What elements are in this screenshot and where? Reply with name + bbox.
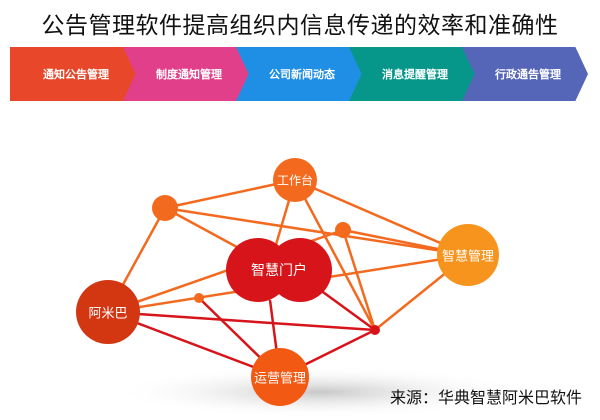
- step-admin-notice: 行政通告管理: [462, 47, 588, 101]
- source-caption: 来源：华典智慧阿米巴软件: [389, 388, 582, 407]
- floor-shadow: [110, 366, 530, 418]
- node-workbench: [273, 158, 317, 202]
- small-node-mid: [335, 222, 351, 238]
- step-message-reminder: 消息提醒管理: [349, 47, 475, 101]
- step-label: 行政通告管理: [495, 68, 561, 81]
- link-node1-smart: [164, 206, 469, 257]
- node-portal-right: [268, 238, 332, 302]
- step-policy-management: 制度通知管理: [123, 47, 249, 101]
- portal-label: 智慧门户: [251, 263, 307, 279]
- smart-management-label: 智慧管理: [441, 249, 495, 265]
- small-node-right: [370, 325, 380, 335]
- node-alibaba: [76, 280, 140, 344]
- link-mid-right: [341, 229, 377, 331]
- step-company-news: 公司新闻动态: [236, 47, 362, 101]
- step-label: 消息提醒管理: [382, 68, 448, 81]
- small-node-left: [152, 195, 178, 221]
- step-notice-management: 通知公告管理: [10, 47, 136, 101]
- link-workbench-smart: [294, 178, 469, 257]
- link-alibaba-right: [107, 310, 376, 332]
- node-smart-management: [437, 224, 499, 286]
- operations-label: 运营管理: [253, 371, 307, 387]
- step-label: 制度通知管理: [156, 68, 222, 81]
- step-label: 公司新闻动态: [269, 68, 335, 81]
- process-steps: 通知公告管理 制度通知管理 公司新闻动态 消息提醒管理 行政通告管理: [10, 47, 590, 101]
- node-operations: [251, 348, 309, 406]
- workbench-label: 工作台: [276, 173, 314, 188]
- link-workbench-node1: [164, 178, 296, 210]
- link-workbench-right: [293, 179, 377, 331]
- page-title: 公告管理软件提高组织内信息传递的效率和准确性: [41, 13, 559, 39]
- alibaba-label: 阿米巴: [88, 306, 128, 322]
- step-label: 通知公告管理: [43, 68, 109, 81]
- small-node-dot: [194, 293, 204, 303]
